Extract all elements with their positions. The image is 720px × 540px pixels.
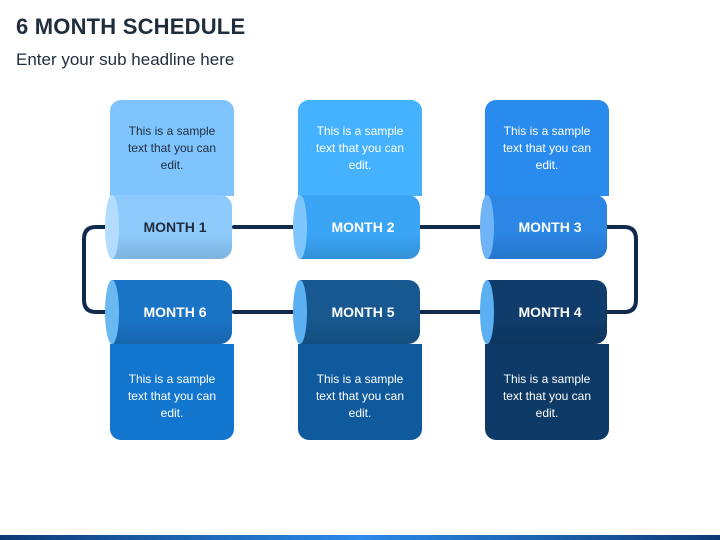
month-6-label: MONTH 6 xyxy=(143,304,207,320)
month-2-cylinder-cap xyxy=(293,195,307,259)
month-1-cylinder-cap xyxy=(105,195,119,259)
month-5-cylinder-cap xyxy=(293,280,307,344)
month-3-cylinder-cap xyxy=(480,195,494,259)
step-2-text: This is a sample text that you can edit. xyxy=(315,124,405,172)
step-2-card: This is a sample text that you can edit. xyxy=(298,100,422,196)
connector-loop-left xyxy=(82,225,112,314)
step-6-text: This is a sample text that you can edit. xyxy=(127,372,217,420)
step-3-card: This is a sample text that you can edit. xyxy=(485,100,609,196)
month-4-cylinder: MONTH 4 xyxy=(480,280,607,344)
month-4-cylinder-cap xyxy=(480,280,494,344)
page-title: 6 MONTH SCHEDULE xyxy=(16,14,246,39)
month-4-label: MONTH 4 xyxy=(518,304,582,320)
month-2-label: MONTH 2 xyxy=(331,219,395,235)
step-4-text: This is a sample text that you can edit. xyxy=(502,372,592,420)
month-1-cylinder: MONTH 1 xyxy=(105,195,232,259)
month-3-label: MONTH 3 xyxy=(518,219,582,235)
footer-accent-bar xyxy=(0,535,720,540)
step-6-card: This is a sample text that you can edit. xyxy=(110,344,234,440)
step-3-text: This is a sample text that you can edit. xyxy=(502,124,592,172)
connector-loop-right xyxy=(603,225,638,314)
month-5-label: MONTH 5 xyxy=(331,304,395,320)
month-5-cylinder: MONTH 5 xyxy=(293,280,420,344)
month-2-cylinder: MONTH 2 xyxy=(293,195,420,259)
month-1-label: MONTH 1 xyxy=(143,219,207,235)
month-6-cylinder-cap xyxy=(105,280,119,344)
month-6-cylinder: MONTH 6 xyxy=(105,280,232,344)
month-3-cylinder: MONTH 3 xyxy=(480,195,607,259)
step-4-card: This is a sample text that you can edit. xyxy=(485,344,609,440)
step-5-card: This is a sample text that you can edit. xyxy=(298,344,422,440)
step-1-text: This is a sample text that you can edit. xyxy=(127,124,217,172)
step-5-text: This is a sample text that you can edit. xyxy=(315,372,405,420)
page-subtitle: Enter your sub headline here xyxy=(16,50,235,69)
step-1-card: This is a sample text that you can edit. xyxy=(110,100,234,196)
